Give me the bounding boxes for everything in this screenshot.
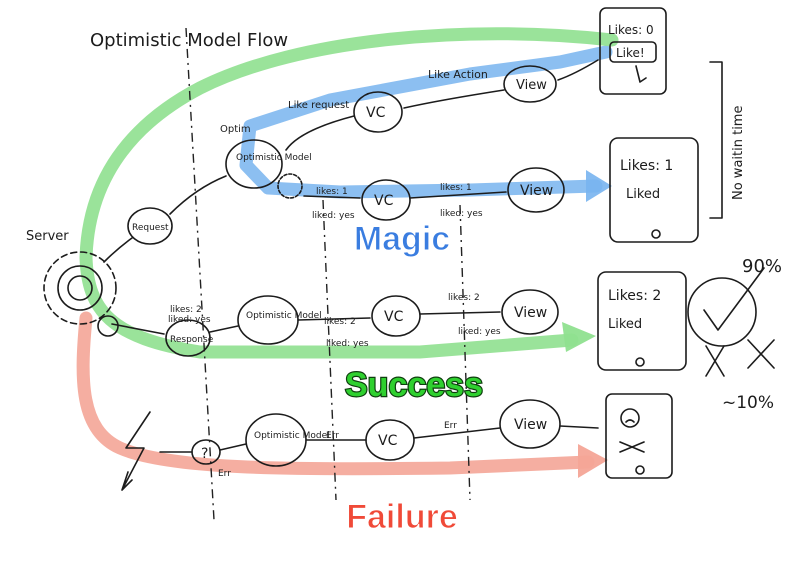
failure-vc-label: VC: [378, 433, 398, 449]
success-view-label: View: [514, 305, 547, 321]
phone-failure: [605, 393, 673, 479]
waiting-bracket: [709, 61, 723, 219]
success-view-node: [501, 289, 559, 335]
vc-top-label: VC: [366, 105, 386, 121]
arrow: [303, 195, 361, 199]
small-gear-icon: [277, 173, 303, 199]
arrow: [409, 191, 507, 199]
arrow: [297, 317, 371, 321]
liked-yes-2c-label: liked: yes: [458, 327, 501, 337]
view-mid-label: View: [520, 183, 553, 199]
liked-yes-2b-label: liked: yes: [326, 339, 369, 349]
err-3-label: Err: [444, 421, 457, 431]
arrow: [209, 325, 239, 333]
phone-success: Likes: 2 Liked: [597, 271, 687, 371]
response-node: [165, 319, 211, 357]
response-label: Response: [170, 335, 214, 345]
success-vc-label: VC: [384, 309, 404, 325]
arrow: [219, 443, 247, 451]
likes-1a-label: likes: 1: [316, 187, 348, 197]
separator-line: [459, 204, 471, 501]
magic-arrowhead: [586, 170, 612, 202]
likes-1b-label: likes: 1: [440, 183, 472, 193]
phone-top-like-button: Like!: [616, 46, 645, 60]
failure-view-label: View: [514, 417, 547, 433]
phone-top: Likes: 0 Like!: [599, 7, 667, 95]
home-button-icon: [651, 229, 661, 239]
liked-yes-1a-label: liked: yes: [312, 211, 355, 221]
home-button-icon: [635, 465, 645, 475]
arrow: [413, 427, 501, 439]
failure-rate: ~10%: [722, 393, 774, 413]
lightning-icon: [121, 411, 151, 491]
vc-top-node: [353, 91, 403, 133]
like-request-label: Like request: [288, 100, 349, 111]
sad-mouth: [625, 419, 635, 423]
success-model-label: Optimistic Model: [246, 311, 322, 321]
success-rate-circle: [687, 277, 757, 347]
view-top-label: View: [516, 78, 547, 93]
server-gear-icon: [43, 251, 119, 337]
sad-face-icon: [620, 408, 640, 428]
phone-mid-likes: Likes: 1: [620, 158, 673, 174]
arrow: [403, 89, 505, 109]
arrow: [169, 175, 227, 215]
err-1-label: Err: [218, 469, 231, 479]
arrow: [559, 425, 599, 429]
separator-line: [185, 27, 215, 521]
request-node: [127, 207, 173, 245]
phone-mid-liked: Liked: [626, 187, 660, 202]
crossed-like-icon: [619, 441, 645, 453]
failure-model-label: Optimistic Model: [254, 431, 330, 441]
request-label: Request: [132, 223, 169, 233]
likes-2c-label: likes: 2: [448, 293, 480, 303]
magic-label: Magic: [354, 220, 450, 258]
failure-path: [76, 311, 595, 476]
question-label: ?: [201, 446, 208, 462]
optim-label: Optim: [220, 124, 251, 135]
vc-mid-node: [361, 179, 411, 221]
failure-arrowhead: [578, 444, 608, 478]
magic-path: [239, 45, 613, 199]
like-action-label: Like Action: [428, 68, 488, 81]
success-arrowhead: [562, 322, 596, 352]
failure-cross-icon: [705, 339, 775, 377]
phone-top-likes: Likes: 0: [608, 23, 654, 37]
arrow: [103, 237, 133, 263]
view-top-node: [503, 65, 557, 103]
arrow: [285, 115, 355, 151]
arrow: [557, 59, 599, 81]
home-button-icon: [635, 357, 645, 367]
pointer-hand-icon: [635, 65, 647, 83]
vc-mid-label: VC: [374, 193, 394, 209]
success-vc-node: [371, 295, 421, 337]
success-rate: 90%: [742, 256, 782, 277]
phone-success-liked: Liked: [608, 317, 642, 332]
phone-success-likes: Likes: 2: [608, 288, 661, 304]
failure-label: Failure: [346, 498, 457, 536]
no-waiting-note: No waitin time: [731, 106, 746, 200]
success-path: [79, 27, 619, 359]
err-2-label: Err: [326, 431, 339, 441]
liked-yes-2a-label: liked: yes: [168, 315, 211, 325]
arrow: [111, 323, 165, 335]
phone-mid: Likes: 1 Liked: [609, 137, 699, 243]
likes-2b-label: likes: 2: [324, 317, 356, 327]
likes-2a-label: likes: 2: [170, 305, 202, 315]
server-label: Server: [26, 229, 69, 244]
checkmark-icon: [703, 267, 765, 331]
arrow: [419, 311, 501, 315]
liked-yes-1b-label: liked: yes: [440, 209, 483, 219]
success-label: Success: [345, 366, 483, 404]
optimistic-model-1-label: Optimistic Model: [236, 153, 312, 163]
separator-line: [322, 199, 337, 501]
diagram-title: Optimistic Model Flow: [90, 30, 288, 51]
view-mid-node: [507, 167, 565, 213]
optimistic-model-1-node: [225, 139, 283, 189]
failure-view-node: [499, 399, 561, 449]
